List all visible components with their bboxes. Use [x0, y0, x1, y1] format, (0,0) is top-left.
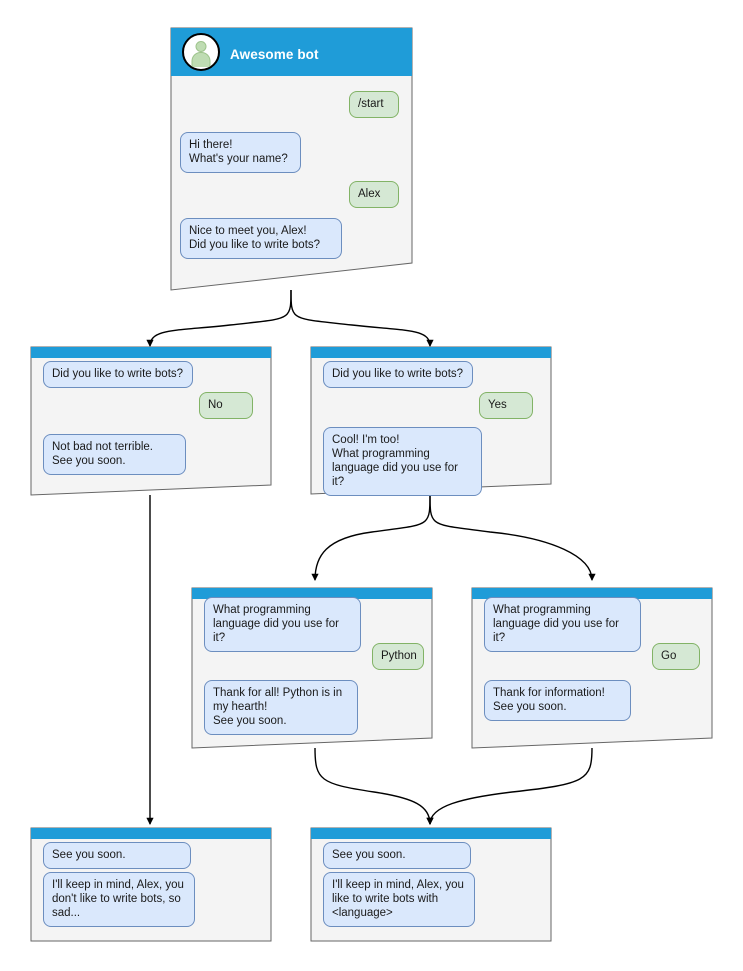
node-answer-no-screen[interactable]: Did you like to write bots? No Not bad n…: [30, 346, 272, 496]
message-bubble-bot: Thank for all! Python is in my hearth! S…: [204, 680, 358, 735]
message-bubble-bot: Cool! I'm too! What programming language…: [323, 427, 482, 496]
node-answer-yes-screen[interactable]: Did you like to write bots? Yes Cool! I'…: [310, 346, 552, 496]
avatar-body: [191, 52, 211, 67]
message-bubble-user: Yes: [479, 392, 533, 419]
edge-go-to-end: [426, 747, 593, 826]
edge-python-to-end: [314, 747, 434, 826]
node-answer-go-screen[interactable]: What programming language did you use fo…: [471, 587, 713, 749]
message-bubble-user: Alex: [349, 181, 399, 208]
message-bubble-bot: What programming language did you use fo…: [484, 597, 641, 652]
message-bubble-user: No: [199, 392, 253, 419]
message-bubble-bot: Nice to meet you, Alex! Did you like to …: [180, 218, 342, 259]
person-avatar-icon: [182, 33, 220, 71]
edge-root-to-yes: [290, 289, 434, 348]
message-bubble-user: /start: [349, 91, 399, 118]
node-end-screen-no[interactable]: See you soon. I'll keep in mind, Alex, y…: [30, 827, 272, 942]
message-bubble-bot: What programming language did you use fo…: [204, 597, 361, 652]
message-bubble-bot: See you soon.: [43, 842, 191, 869]
message-bubble-user: Go: [652, 643, 700, 670]
edge-root-to-no: [146, 289, 292, 348]
bot-title: Awesome bot: [230, 47, 319, 62]
message-bubble-bot: See you soon.: [323, 842, 471, 869]
message-bubble-bot: Did you like to write bots?: [323, 361, 473, 388]
message-bubble-bot: I'll keep in mind, Alex, you like to wri…: [323, 872, 475, 927]
message-bubble-bot: Thank for information! See you soon.: [484, 680, 631, 721]
node-answer-python-screen[interactable]: What programming language did you use fo…: [191, 587, 433, 749]
node-start-screen[interactable]: Awesome bot /start Hi there! What's your…: [170, 27, 413, 291]
node-end-screen-yes[interactable]: See you soon. I'll keep in mind, Alex, y…: [310, 827, 552, 942]
avatar-head: [195, 41, 207, 52]
message-bubble-bot: Hi there! What's your name?: [180, 132, 301, 173]
edge-yes-to-python: [311, 493, 431, 582]
message-bubble-bot: Not bad not terrible. See you soon.: [43, 434, 186, 475]
message-bubble-bot: Did you like to write bots?: [43, 361, 193, 388]
message-bubble-user: Python: [372, 643, 424, 670]
edge-yes-to-go: [429, 493, 596, 582]
message-bubble-bot: I'll keep in mind, Alex, you don't like …: [43, 872, 195, 927]
